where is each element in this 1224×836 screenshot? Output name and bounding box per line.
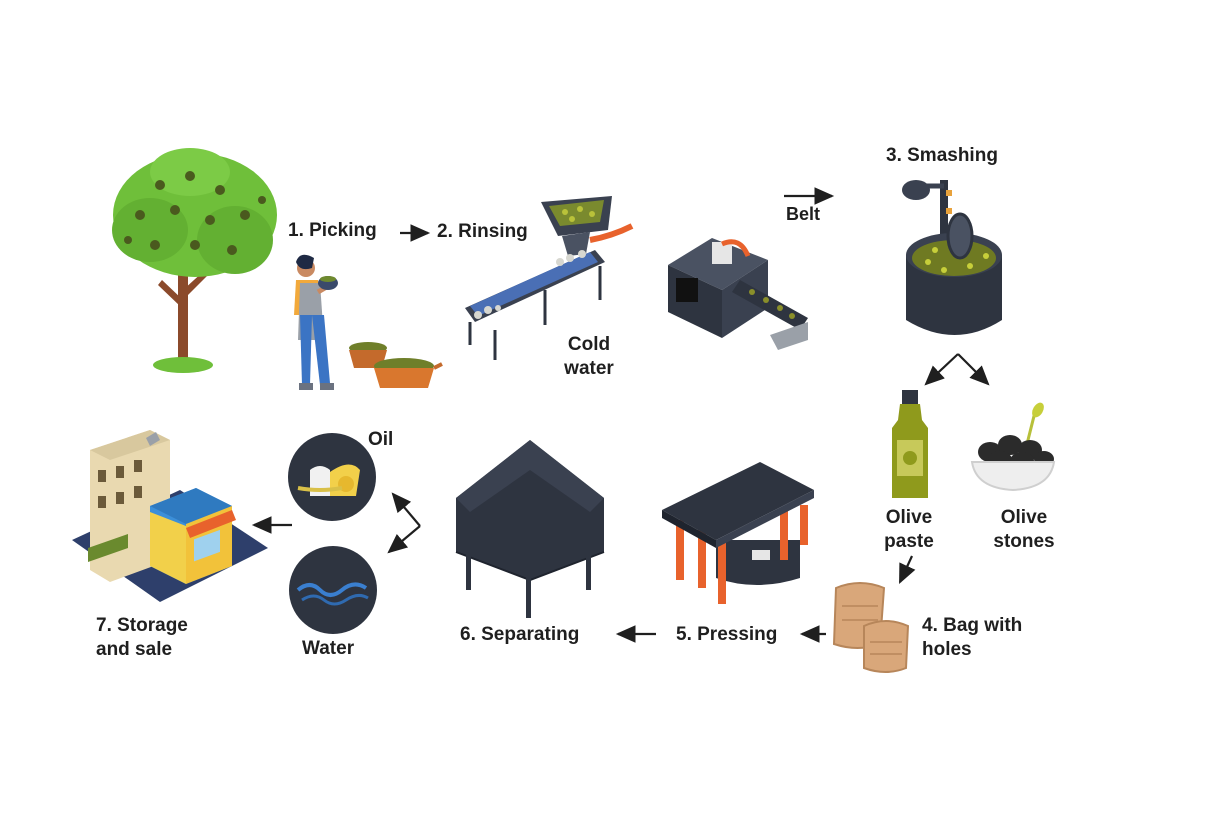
flow-arrows [251, 187, 990, 643]
step-bag-line1: 4. Bag with [922, 615, 1023, 636]
step-pressing-label: 5. Pressing [676, 624, 778, 645]
olive-stones-line2: stones [993, 531, 1055, 552]
belt-machine-icon [668, 238, 808, 350]
step-smashing-label: 3. Smashing [886, 145, 998, 166]
arrow-to-water [387, 525, 421, 554]
separator-tank-icon [455, 440, 605, 618]
storefront-icon [72, 430, 268, 602]
olive-paste-line2: paste [884, 531, 934, 552]
olive-stones-bowl-icon [970, 402, 1056, 492]
belt-label: Belt [786, 204, 821, 224]
rinsing-conveyor-icon [465, 196, 634, 360]
cold-water-line2: water [564, 358, 614, 379]
olive-basket-icon [349, 342, 443, 388]
step-bag-label: 4. Bag with holes [922, 614, 1022, 662]
arrow-paste-to-bag [899, 555, 916, 584]
step-storage-line2: and sale [96, 639, 173, 660]
oil-icon [288, 433, 376, 521]
arrow-to-stones [957, 353, 990, 386]
cold-water-label: Cold water [558, 333, 620, 381]
water-wave-icon [289, 546, 377, 634]
step-rinsing-label: 2. Rinsing [437, 221, 528, 242]
olive-stones-line1: Olive [1000, 507, 1048, 528]
step-storage-line1: 7. Storage [96, 615, 188, 636]
oil-label: Oil [368, 429, 394, 450]
olive-picker-woman-icon [294, 254, 338, 390]
olive-paste-label: Olive paste [876, 506, 942, 554]
olive-tree-icon [112, 148, 277, 373]
press-machine-icon [662, 462, 814, 604]
step-separating-label: 6. Separating [460, 624, 580, 645]
water-label: Water [302, 638, 355, 659]
sack-icon [832, 582, 910, 673]
step-picking-label: 1. Picking [288, 220, 377, 241]
cold-water-line1: Cold [567, 334, 611, 355]
arrow-to-oil [391, 492, 421, 527]
smashing-mill-icon [902, 180, 1002, 335]
olive-stones-label: Olive stones [986, 506, 1062, 554]
olive-oil-bottle-icon [892, 390, 928, 498]
olive-paste-line1: Olive [885, 507, 933, 528]
step-bag-line2: holes [922, 639, 972, 660]
arrow-to-paste [924, 353, 959, 386]
step-storage-label: 7. Storage and sale [96, 614, 188, 662]
